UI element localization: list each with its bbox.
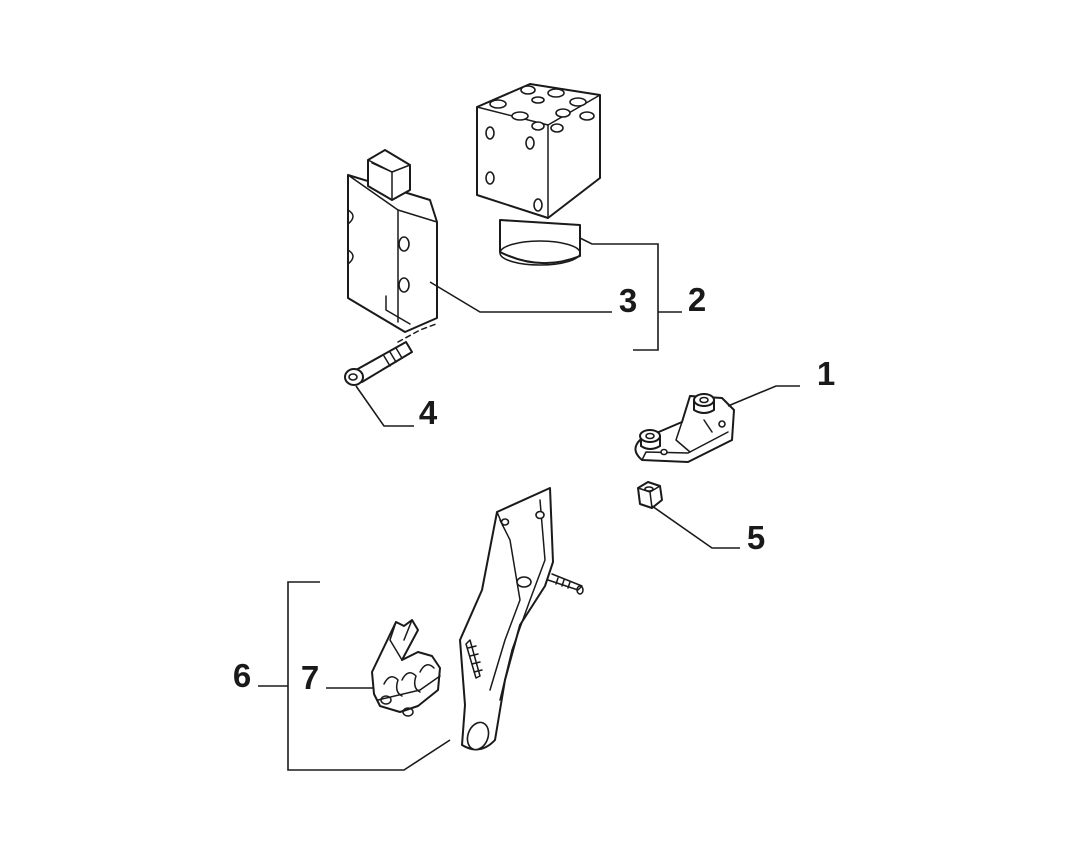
callout-3: 3 [619, 282, 637, 319]
callout-6: 6 [233, 657, 251, 694]
flange-nut-part[interactable] [637, 481, 663, 509]
callout-2: 2 [688, 281, 706, 318]
control-unit-part[interactable] [347, 149, 438, 333]
callout-1: 1 [817, 355, 835, 392]
bracket-line-2 [579, 237, 682, 351]
bracket-line-6 [258, 581, 451, 771]
pipe-clip-part[interactable] [371, 619, 441, 717]
leader-line-5 [651, 505, 740, 549]
hydraulic-block-part[interactable] [476, 83, 601, 266]
callout-7: 7 [301, 659, 319, 696]
leader-line-1 [727, 385, 800, 407]
leader-line-3 [429, 281, 612, 313]
bracket-part[interactable] [634, 393, 735, 463]
leader-line-4 [355, 385, 414, 427]
callout-5: 5 [747, 519, 765, 556]
callout-4: 4 [419, 394, 438, 431]
bolt-part[interactable] [344, 323, 437, 386]
support-bracket-part[interactable] [459, 487, 584, 753]
